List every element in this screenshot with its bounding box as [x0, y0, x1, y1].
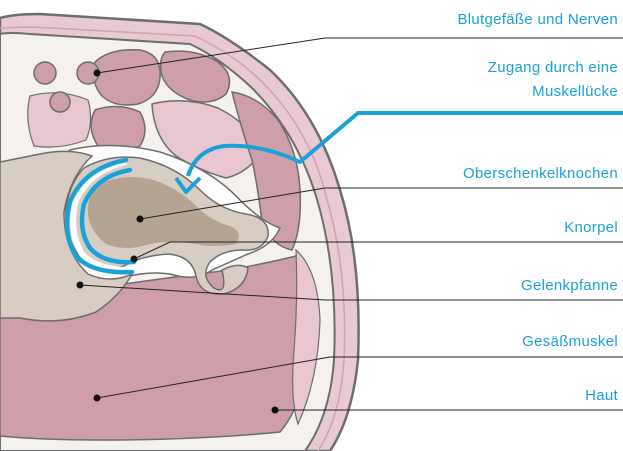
label-cartilage: Knorpel [564, 219, 618, 236]
label-skin: Haut [585, 387, 618, 404]
label-vessels: Blutgefäße und Nerven [457, 11, 618, 28]
vessel-circle-1 [34, 62, 56, 84]
label-femur: Oberschenkelknochen [463, 165, 618, 182]
label-access-line2: Muskellücke [532, 83, 618, 100]
label-access-line1: Zugang durch eine [488, 59, 618, 76]
vessel-circle-3 [50, 92, 70, 112]
label-socket: Gelenkpfanne [521, 277, 618, 294]
muscle-top-1 [94, 50, 161, 105]
muscle-mid-1 [91, 106, 145, 151]
label-gluteus: Gesäßmuskel [522, 333, 618, 350]
